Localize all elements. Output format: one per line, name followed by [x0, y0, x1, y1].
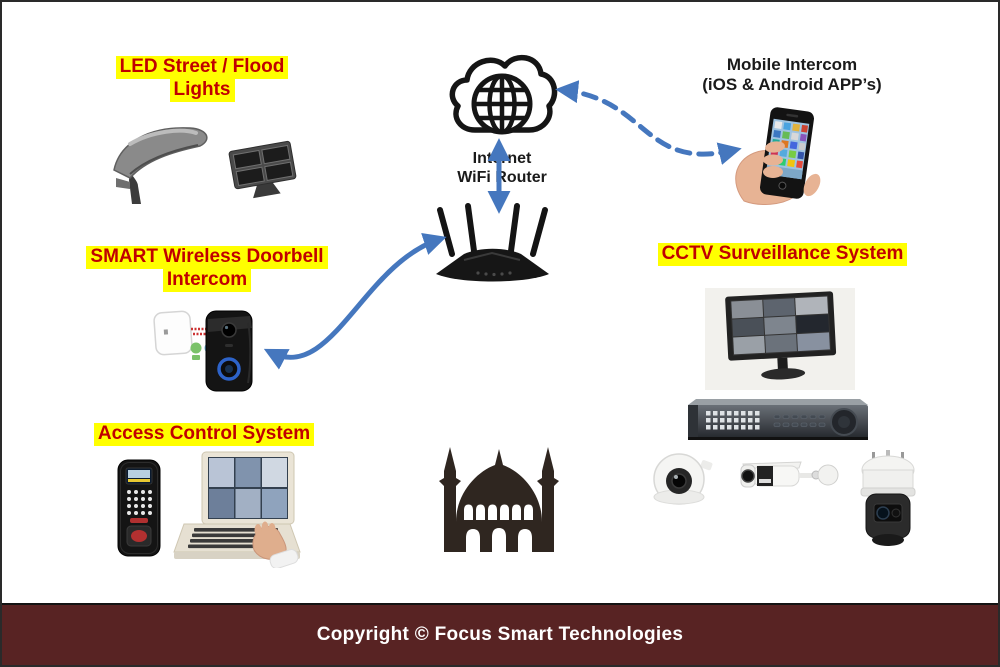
led-lights-label-line2: Lights	[169, 78, 235, 102]
label-mobile-intercom: Mobile Intercom (iOS & Android APP’s)	[662, 55, 922, 96]
dome-camera-icon	[653, 453, 713, 505]
bullet-camera-icon	[740, 461, 839, 488]
doorbell-chime-icon	[153, 310, 193, 356]
access-control-label: Access Control System	[93, 423, 315, 446]
footer-bar: Copyright © Focus Smart Technologies	[2, 603, 998, 665]
label-doorbell-intercom: SMART Wireless Doorbell Intercom	[72, 246, 342, 292]
internet-cloud-icon	[449, 54, 558, 135]
dvr-recorder-icon	[688, 399, 868, 440]
label-cctv-system: CCTV Surveillance System	[650, 243, 915, 266]
fingerprint-reader-icon	[117, 459, 161, 557]
laptop-operator-icon	[173, 451, 301, 568]
mosque-silhouette-icon	[439, 447, 559, 552]
hand-smartphone-icon	[735, 107, 821, 205]
mobile-intercom-label-line2: (iOS & Android APP’s)	[702, 75, 882, 95]
internet-label-line1: Internet	[472, 150, 532, 167]
arrow-cloud-phone	[555, 80, 742, 165]
footer-text: Copyright © Focus Smart Technologies	[316, 624, 684, 645]
doorbell-label-line1: SMART Wireless Doorbell	[86, 246, 328, 269]
doorbell-label-line2: Intercom	[162, 268, 252, 292]
flood-light-icon	[228, 140, 297, 199]
video-doorbell-icon	[205, 310, 253, 392]
internet-label-line2: WiFi Router	[457, 169, 547, 187]
ptz-camera-icon	[860, 450, 916, 546]
cctv-monitor-icon	[705, 288, 855, 390]
label-internet-wifi-router: Internet WiFi Router	[422, 149, 582, 187]
label-led-lights: LED Street / Flood Lights	[82, 56, 322, 102]
mobile-intercom-label-line1: Mobile Intercom	[726, 55, 858, 74]
label-access-control: Access Control System	[84, 423, 324, 446]
street-light-icon	[113, 127, 208, 204]
wifi-router-icon	[436, 203, 549, 282]
cctv-label: CCTV Surveillance System	[657, 243, 908, 266]
led-lights-label-line1: LED Street / Flood	[115, 56, 289, 79]
